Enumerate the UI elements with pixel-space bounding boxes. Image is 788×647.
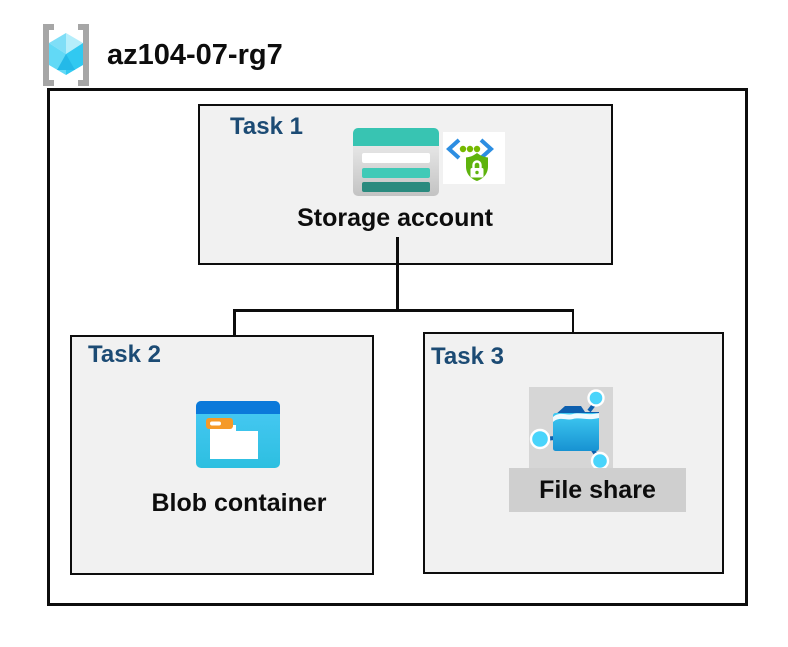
storage-account-label: Storage account bbox=[297, 204, 493, 232]
resource-group-icon bbox=[38, 22, 94, 88]
task2-label: Task 2 bbox=[88, 341, 161, 368]
blob-container-label: Blob container bbox=[151, 489, 327, 517]
storage-account-icon bbox=[353, 128, 439, 196]
task1-label: Task 1 bbox=[230, 113, 303, 140]
sas-lock-icon bbox=[443, 132, 505, 184]
file-share-icon bbox=[529, 389, 610, 469]
task1-box: Task 1 bbox=[198, 104, 613, 265]
file-share-icon-backdrop bbox=[529, 387, 613, 469]
task3-label: Task 3 bbox=[431, 343, 504, 370]
file-share-label-band: File share bbox=[509, 468, 686, 512]
task2-box: Task 2 Blob container bbox=[70, 335, 374, 575]
blob-container-icon bbox=[196, 401, 280, 468]
resource-group-name: az104-07-rg7 bbox=[107, 39, 283, 71]
connector-storage-trunk bbox=[396, 237, 399, 310]
connector-branch-horizontal bbox=[233, 309, 574, 312]
task3-box: Task 3 bbox=[423, 332, 724, 574]
file-share-label: File share bbox=[539, 476, 656, 504]
